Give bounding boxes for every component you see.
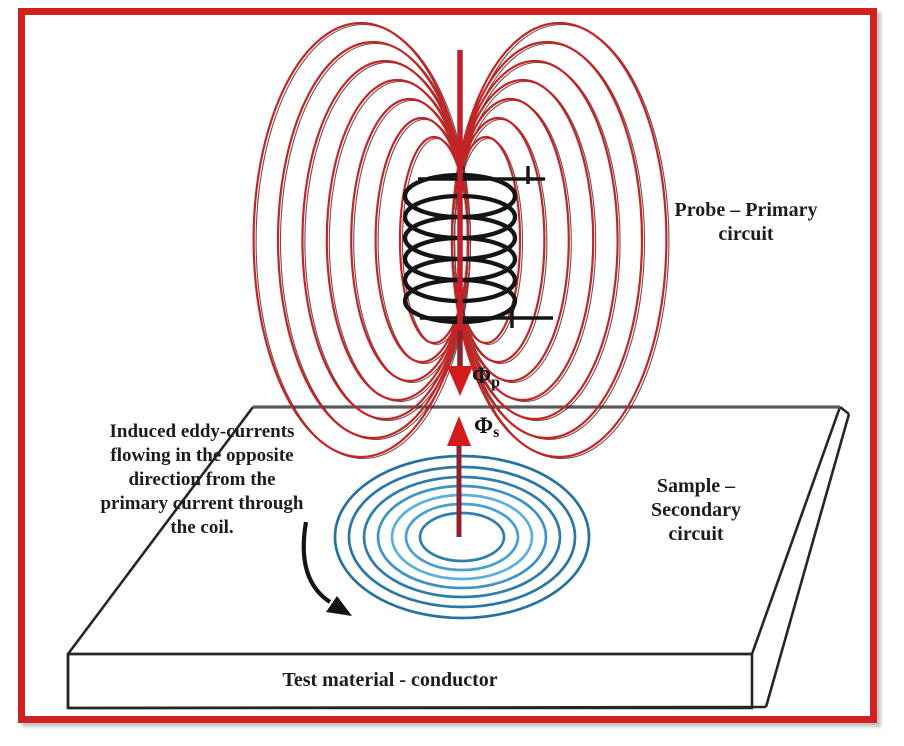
eddy-ring [376,484,548,590]
primary-flux-arrow [447,50,473,396]
slab-right-edge-inner [764,413,851,708]
probe-label-line2: circuit [718,223,774,245]
sample-secondary-label: Sample – Secondary circuit [651,474,741,546]
flux-primary-label: Φp [472,363,500,392]
secondary-flux-arrowhead [447,416,471,446]
eddy-note-label: Induced eddy-currents flowing in the opp… [100,420,303,540]
flux-primary-symbol: Φ [472,363,492,388]
eddy-ring [347,465,577,609]
slab-left-edge [66,406,255,655]
rotation-arrowhead [326,596,352,616]
primary-flux-arrowhead [447,366,473,396]
eddy-note-line2: flowing in the opposite [110,445,294,466]
probe-label-line1: Probe – Primary [674,199,818,221]
secondary-flux-arrow [447,416,471,537]
eddy-note-line5: the coil. [170,517,234,538]
slab-right-corner [839,405,850,416]
eddy-ring [390,493,534,581]
slab-right-edge-outer [750,406,842,655]
test-material-label: Test material - conductor [282,668,497,692]
sample-label-line2: Secondary [651,499,741,521]
flux-secondary-symbol: Φ [474,413,494,438]
eddy-note-line1: Induced eddy-currents [109,421,295,442]
flux-secondary-label: Φs [474,413,499,442]
eddy-note-line3: direction from the [128,469,276,490]
flux-secondary-sub: s [493,424,500,441]
rotation-direction-arrow [301,521,352,616]
eddy-current-rings [333,454,591,620]
sample-label-line3: circuit [668,523,724,545]
rotation-arrow-curve [301,521,332,604]
sample-label-line1: Sample – [656,475,736,497]
eddy-ring [404,502,520,572]
probe-coil [402,166,553,328]
sample-slab [66,405,851,710]
eddy-note-line4: primary current through [100,493,304,514]
slab-front-bottom-edge [67,705,767,710]
eddy-ring [362,475,562,599]
flux-primary-sub: p [491,374,500,391]
eddy-ring [333,454,591,620]
probe-primary-label: Probe – Primary circuit [675,198,818,246]
test-material-text: Test material - conductor [282,669,498,691]
eddy-ring [418,511,506,563]
